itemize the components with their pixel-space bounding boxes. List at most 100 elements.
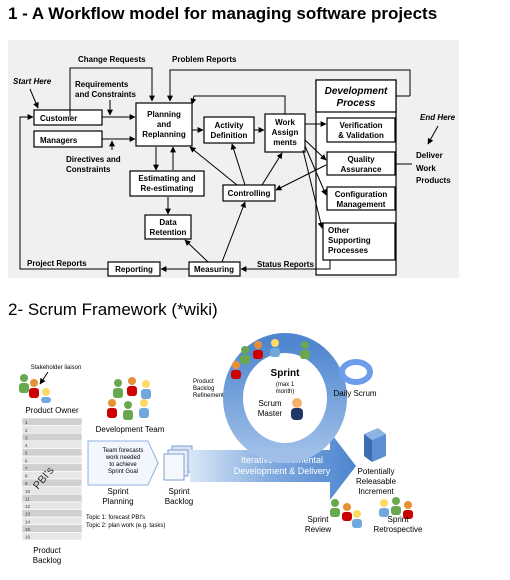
project-reports-label: Project Reports [27,259,87,268]
backlog-row [21,432,83,442]
sprint-review-team-icon [330,499,362,528]
scrum-master-label-2: Master [258,409,283,418]
configuration-box: Configuration Management [326,186,396,211]
backlog-row-number: 12 [25,504,31,509]
requirements-label-2: and Constraints [75,90,136,99]
managers-box: Managers [33,130,103,148]
backlog-row-number: 11 [25,496,30,501]
svg-text:Replanning: Replanning [142,130,186,139]
other-processes-box: Other Supporting Processes [322,222,396,261]
sprint-retrospective-team-icon [379,497,413,519]
backlog-row [21,532,83,541]
backlog-row-number: 15 [25,527,31,532]
pbr-label-3: Refinement [193,393,224,399]
svg-text:and: and [157,120,171,129]
stakeholder-arrow [39,371,49,385]
svg-text:Assign: Assign [272,128,299,137]
sprint-planning-label-2: Planning [102,497,133,506]
change-requests-label: Change Requests [78,55,146,64]
estimating-box: Estimating and Re-estimating [129,170,205,197]
svg-text:Quality: Quality [347,155,375,164]
requirements-label-1: Requirements [75,80,129,89]
reporting-box: Reporting [107,261,161,277]
svg-text:Processes: Processes [328,246,369,255]
development-team-label: Development Team [96,425,165,434]
verification-box: Verification & Validation [326,117,396,143]
backlog-row [21,440,83,449]
svg-text:Work: Work [275,118,295,127]
daily-scrum-team-icon [231,339,310,379]
topic-1-label: Topic 1: forecast PBI's [86,515,145,521]
backlog-row [21,516,83,526]
releasable-label-3: Increment [358,487,394,496]
customer-box: Customer [33,109,103,126]
end-here-label: End Here [420,113,456,122]
sprint-retrospective-label-1: Sprint [388,515,410,524]
controlling-box: Controlling [222,184,276,202]
svg-text:ments: ments [273,138,297,147]
svg-text:Data: Data [159,218,177,227]
deliver-label-1: Deliver [416,151,443,160]
stakeholder-label: Stakeholder liaison [31,365,82,371]
svg-text:Managers: Managers [40,136,78,145]
sprint-label: Sprint [271,368,301,379]
increment-cube-icon [364,428,386,462]
svg-text:Activity: Activity [215,121,244,130]
deliver-label-2: Work [416,164,436,173]
product-owner-icon [41,388,51,403]
backlog-row [21,493,83,503]
svg-text:Planning: Planning [147,110,181,119]
backlog-row-number: 3 [25,435,28,440]
svg-text:Development: Development [325,86,388,97]
scrum-master-icon [291,398,303,420]
scrum-title: 2- Scrum Framework (*wiki) [8,300,218,319]
backlog-row [21,448,83,457]
product-backlog-label-2: Backlog [33,556,61,565]
development-team-icon [107,377,151,420]
svg-text:Process: Process [337,98,376,109]
deliver-label-3: Products [416,176,451,185]
product-owner-label: Product Owner [25,406,79,415]
backlog-row-number: 5 [25,451,28,456]
sprint-review-label-2: Review [305,525,331,534]
backlog-row [21,425,83,434]
activity-box: Activity Definition [203,116,255,144]
svg-text:work needed: work needed [105,455,140,461]
svg-text:& Validation: & Validation [338,131,384,140]
svg-text:Re-estimating: Re-estimating [141,184,194,193]
svg-text:Sprint Goal: Sprint Goal [108,469,138,475]
svg-text:Customer: Customer [40,114,77,123]
backlog-row-number: 13 [25,512,31,517]
svg-text:to achieve: to achieve [109,462,137,468]
sprint-backlog-icon [163,445,193,481]
sprint-review-label-1: Sprint [308,515,330,524]
svg-text:Team forecasts: Team forecasts [103,448,144,454]
sprint-length-2: month) [276,389,295,395]
backlog-row-number: 16 [25,535,31,540]
backlog-row-number: 6 [25,458,28,463]
scrum-master-label-1: Scrum [258,399,281,408]
status-reports-label: Status Reports [257,260,314,269]
sprint-backlog-label-2: Backlog [165,497,193,506]
directives-label-1: Directives and [66,155,121,164]
svg-text:Estimating and: Estimating and [138,174,195,183]
problem-reports-label: Problem Reports [172,55,237,64]
backlog-row [21,486,83,495]
releasable-label-1: Potentially [358,467,395,476]
svg-text:Other: Other [328,226,349,235]
workflow-title: 1 - A Workflow model for managing softwa… [8,4,438,23]
team-forecasts-arrow: Team forecasts work needed to achieve Sp… [87,440,159,486]
iterative-label-2: Development & Delivery [234,466,331,476]
data-retention-box: Data Retention [144,214,192,240]
backlog-row [21,417,83,426]
backlog-row [21,501,83,510]
svg-text:Configuration: Configuration [335,190,388,199]
backlog-row-number: 9 [25,481,28,486]
product-backlog-label-1: Product [33,546,61,555]
topic-2-label: Topic 2: plan work (e.g. tasks) [86,523,165,529]
backlog-row-number: 7 [25,466,28,471]
svg-text:Reporting: Reporting [115,265,153,274]
backlog-row-number: 8 [25,474,28,479]
